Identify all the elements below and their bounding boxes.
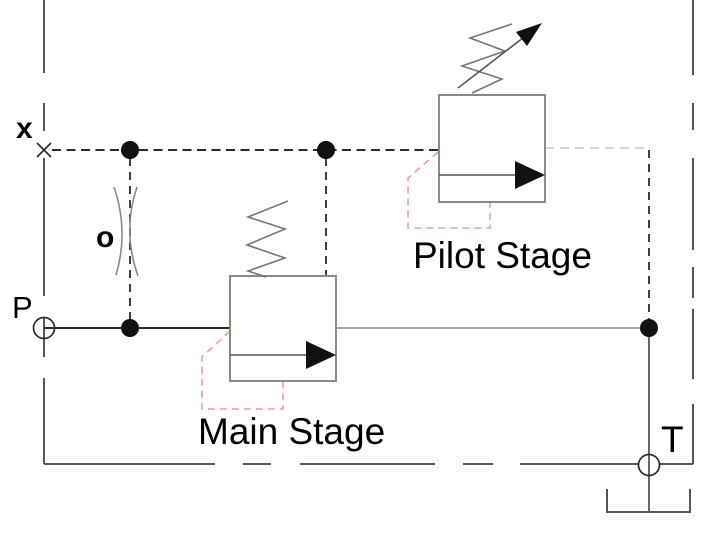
port-p: P — [12, 290, 56, 340]
main-stage-flow-arrowhead — [306, 341, 336, 369]
orifice-left-arc — [113, 186, 123, 276]
port-t-label: T — [661, 419, 684, 460]
port-x: x — [16, 112, 52, 158]
pilot-stage-label: Pilot Stage — [413, 235, 592, 276]
junction-dot-tank — [640, 319, 658, 337]
main-stage-spring — [244, 200, 289, 278]
pilot-spring-adjust-line — [457, 33, 529, 89]
junction-dots — [121, 141, 658, 337]
orifice-symbol: o — [96, 186, 139, 277]
pilot-stage-flow-arrowhead — [515, 161, 545, 189]
junction-dot-x-orifice — [121, 141, 139, 159]
pilot-stage-spring — [459, 23, 513, 94]
port-x-marker — [36, 142, 52, 158]
orifice-label: o — [96, 221, 114, 254]
pilot-control-lines — [52, 147, 650, 321]
pilot-stage-valve-body — [438, 94, 546, 203]
pilot-stage-pilot-sense-line — [407, 151, 491, 229]
main-stage-valve: Main Stage — [198, 200, 385, 452]
port-x-label: x — [16, 112, 33, 145]
orifice-right-arc — [128, 186, 139, 277]
port-p-marker — [32, 316, 56, 340]
pilot-stage-valve: Pilot Stage — [407, 23, 592, 276]
junction-dot-x-main — [317, 141, 335, 159]
enclosure-border — [43, 0, 694, 465]
port-p-label: P — [12, 290, 33, 325]
main-stage-valve-body — [229, 275, 337, 382]
main-stage-label: Main Stage — [198, 411, 385, 452]
tank-symbol — [606, 489, 691, 513]
port-t: T — [606, 419, 691, 513]
main-stage-pilot-sense-line — [201, 330, 284, 410]
pilot-spring-adjust-arrowhead — [516, 23, 542, 46]
junction-dot-p-orifice — [121, 319, 139, 337]
port-t-marker — [637, 453, 661, 477]
